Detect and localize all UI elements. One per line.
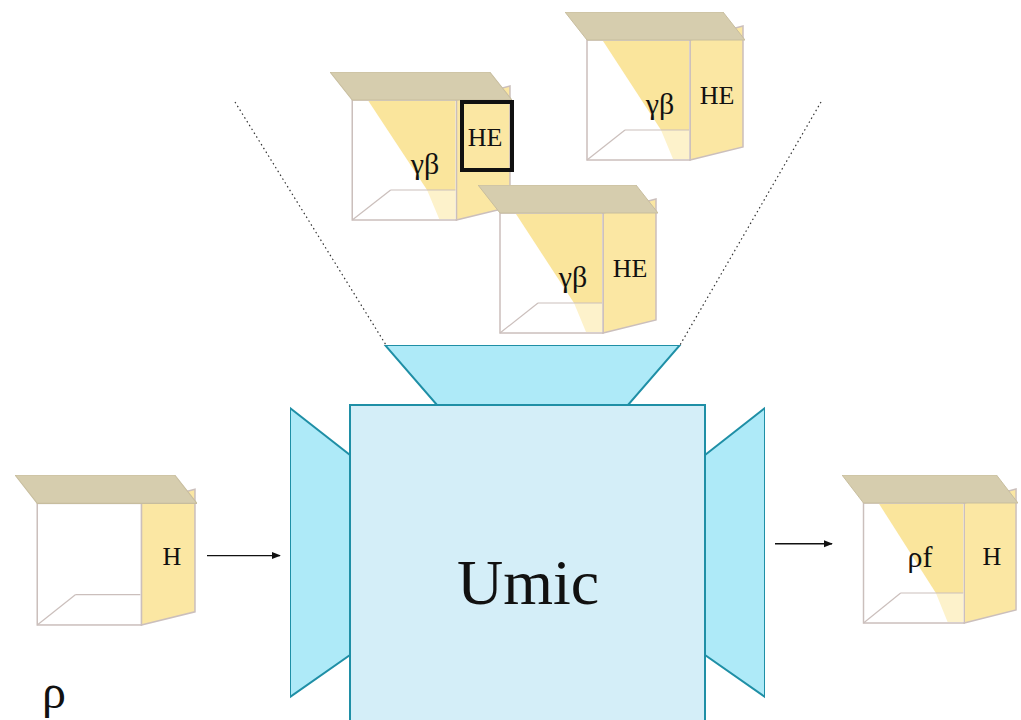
box-lid	[565, 12, 745, 40]
box-front	[37, 503, 141, 625]
node-text: HE	[700, 83, 735, 109]
box-side	[141, 489, 195, 625]
box-side	[690, 26, 743, 160]
flow-arrow	[775, 543, 832, 544]
box-panel	[574, 303, 602, 332]
node-text: H	[983, 544, 1002, 570]
box-edge	[37, 595, 75, 625]
box-edge	[901, 592, 964, 593]
box-node: γβ HE	[330, 72, 512, 222]
box-edge	[587, 130, 625, 160]
box-front	[352, 100, 456, 220]
state-label: ρ	[42, 668, 66, 716]
node-text: HE	[613, 256, 648, 282]
machine-flap	[705, 408, 765, 697]
box-edge	[76, 594, 141, 595]
node-text: γβ	[559, 262, 588, 292]
machine-funnel	[385, 345, 680, 405]
box-lid	[15, 475, 197, 503]
machine-shape	[290, 345, 765, 720]
box-edge	[500, 303, 538, 333]
box-lid	[842, 475, 1018, 503]
box-panel	[427, 190, 455, 219]
node-text: Umic	[457, 551, 599, 615]
box-side	[964, 489, 1016, 623]
box-front	[500, 213, 603, 333]
box-edge	[864, 593, 901, 623]
node-text: ρf	[908, 542, 933, 572]
box-panel	[661, 130, 689, 159]
box-edge	[625, 129, 689, 130]
node-text: H	[163, 544, 182, 570]
box-side	[603, 199, 656, 333]
node-text: HE	[468, 125, 503, 151]
box-front	[587, 40, 690, 160]
machine-box: Umic	[290, 345, 765, 720]
machine-body	[350, 405, 705, 720]
node-text: γβ	[411, 149, 440, 179]
box-lid	[330, 72, 512, 100]
box-node: γβ HE	[478, 185, 658, 335]
box-node: ρf H	[842, 475, 1018, 625]
box-panel	[368, 101, 455, 190]
machine-flap	[290, 408, 350, 697]
box-panel	[516, 214, 602, 303]
box-node: H	[15, 475, 197, 627]
box-edge	[352, 190, 390, 220]
box-node: γβ HE	[565, 12, 745, 162]
box-panel	[879, 504, 963, 593]
box-panel	[936, 593, 963, 622]
box-edge	[391, 189, 456, 190]
box-front	[864, 503, 965, 623]
flow-arrow	[207, 555, 280, 556]
node-text: γβ	[646, 89, 675, 119]
box-lid	[478, 185, 658, 213]
box-edge	[538, 302, 602, 303]
box-panel	[603, 41, 689, 130]
